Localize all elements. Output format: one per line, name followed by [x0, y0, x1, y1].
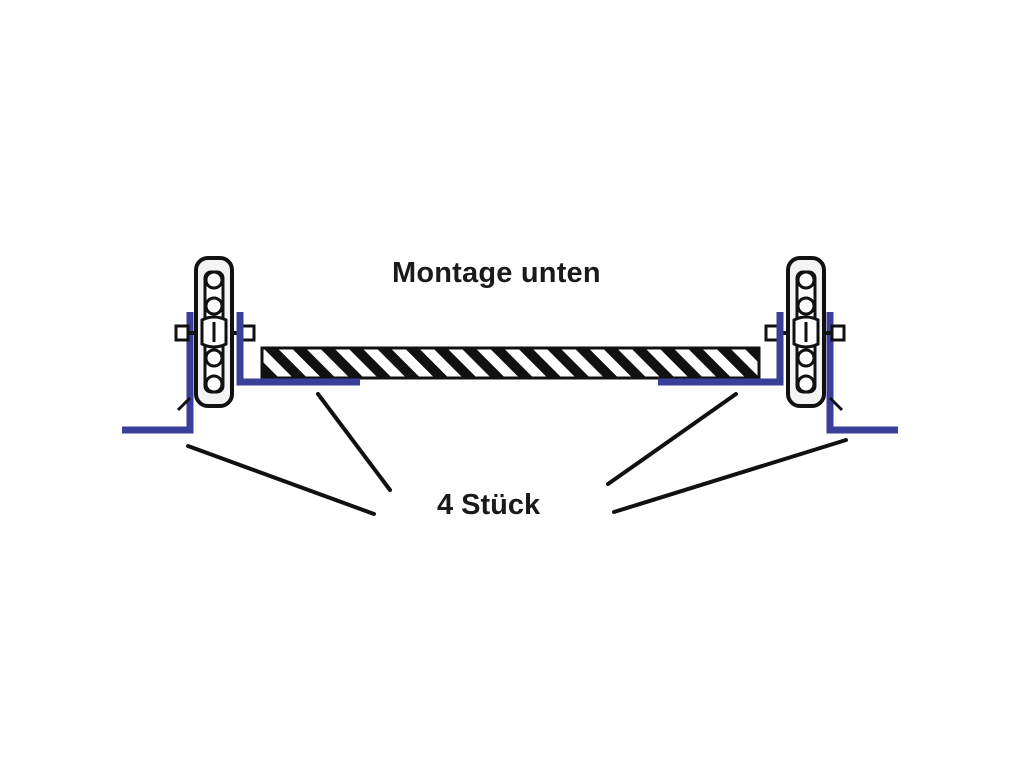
left-slide-rail: [194, 256, 234, 408]
leader-line-outer-right: [612, 438, 848, 514]
left-drawer-bracket: [236, 312, 360, 386]
left-slide-assembly: [122, 256, 360, 434]
leader-line-outer-left: [186, 444, 376, 516]
right-slide-assembly: [658, 256, 898, 434]
right-drawer-bracket: [658, 312, 784, 386]
leader-lines: [186, 392, 848, 516]
drawer-bottom-panel: [260, 346, 761, 380]
leader-line-inner-left: [316, 392, 392, 492]
diagram-title: Montage unten: [392, 257, 601, 289]
right-slide-rail: [786, 256, 826, 408]
right-cabinet-bracket: [826, 312, 898, 434]
part-count-label: 4 Stück: [437, 489, 541, 521]
left-cabinet-bracket: [122, 312, 194, 434]
leader-line-inner-right: [606, 392, 738, 486]
